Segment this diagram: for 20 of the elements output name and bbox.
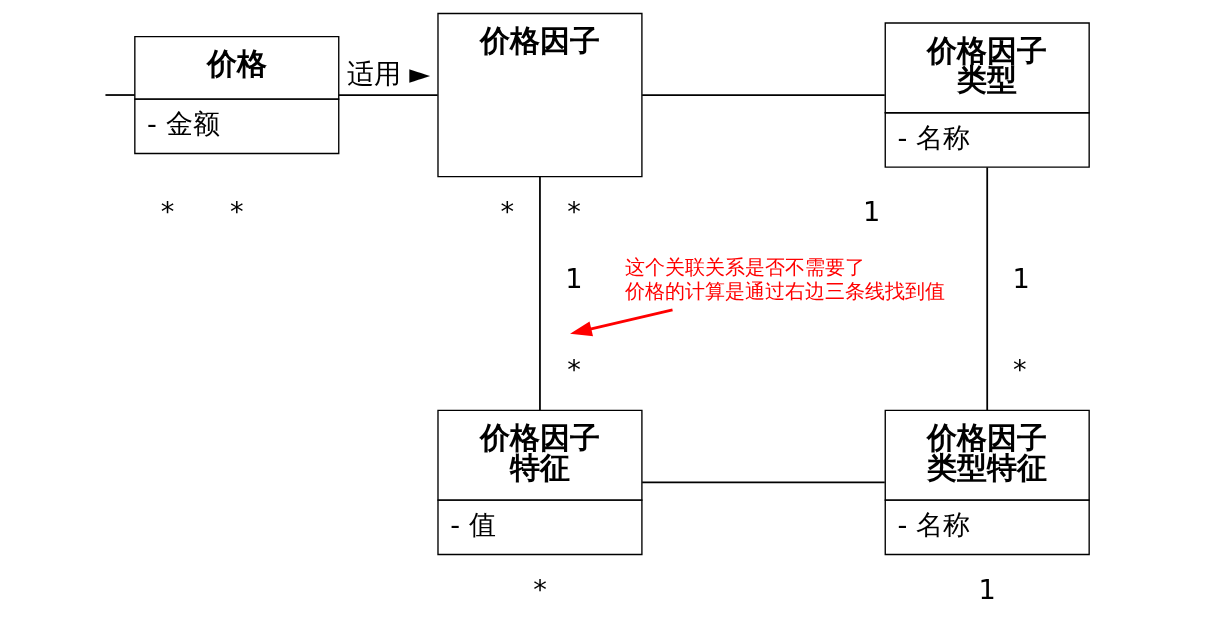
connector xyxy=(104,94,136,96)
label: * xyxy=(160,196,174,228)
label: 1 xyxy=(978,574,996,606)
label: 1 xyxy=(564,263,583,295)
connector xyxy=(337,94,439,96)
connector xyxy=(640,481,886,484)
label: 1 xyxy=(862,196,880,228)
connector xyxy=(640,94,886,96)
label: 1 xyxy=(1012,263,1030,295)
label: * xyxy=(566,354,581,386)
label: * xyxy=(532,574,547,606)
node-text: 这个关联关系是否不需要了 价格的计算是通过右边三条线找到值 xyxy=(624,255,945,303)
arrow xyxy=(569,308,673,337)
label: * xyxy=(500,196,514,228)
label: * xyxy=(229,196,244,228)
connector xyxy=(538,175,541,411)
edge-label: 适用 ► xyxy=(346,57,430,89)
label: * xyxy=(1012,354,1027,386)
connector xyxy=(985,166,988,412)
label: * xyxy=(566,196,581,228)
